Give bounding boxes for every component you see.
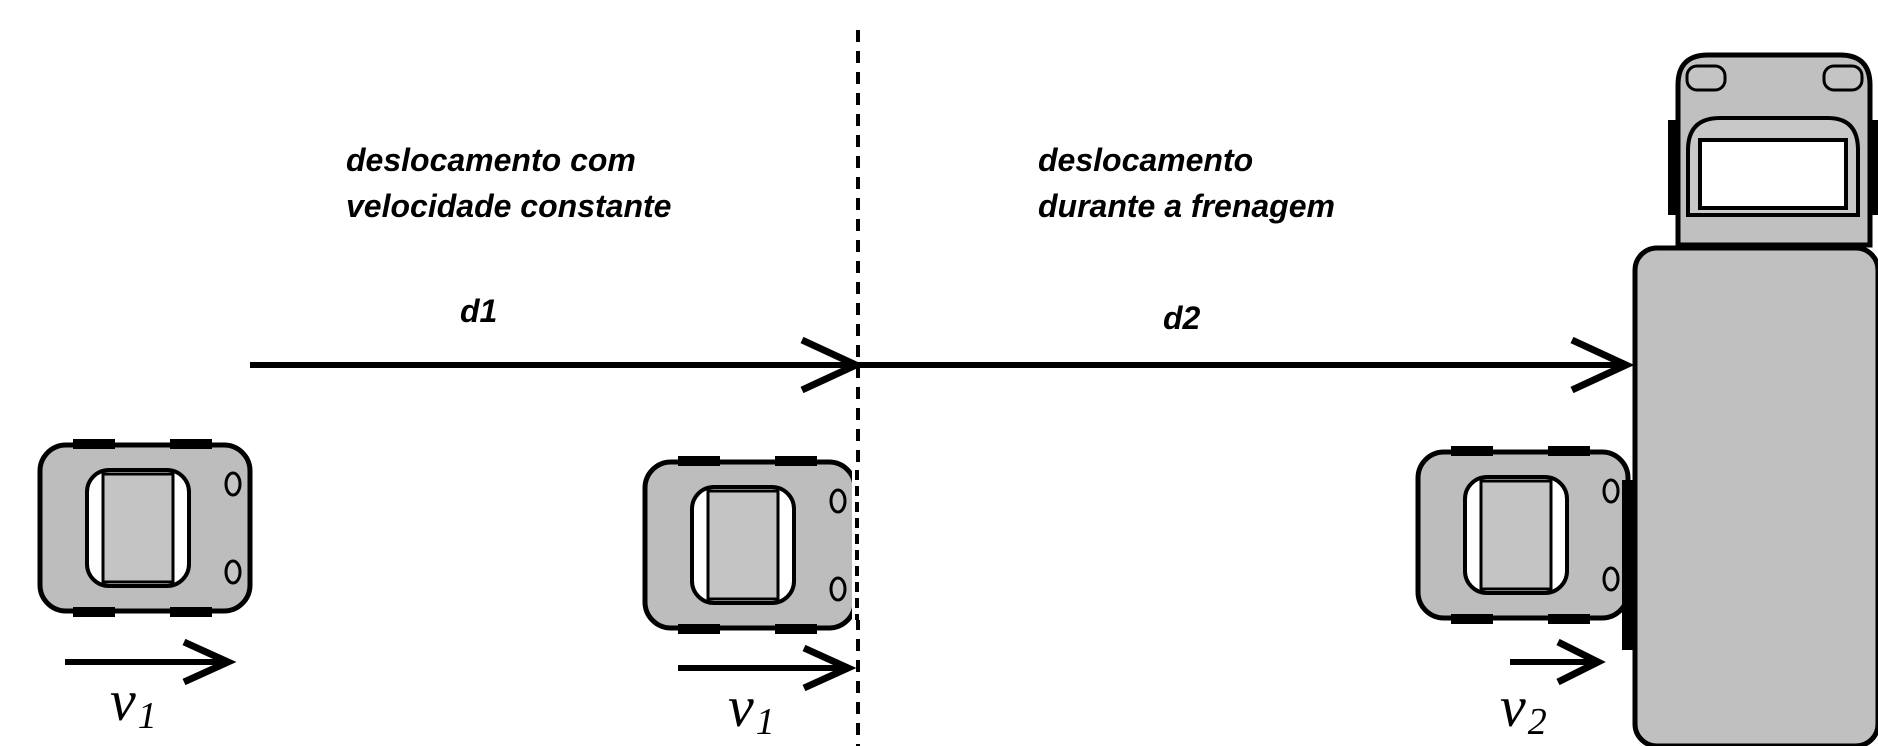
label-d1: d1 xyxy=(460,293,498,329)
label-v1-brake: v1 xyxy=(728,674,775,743)
d1-arrow xyxy=(250,336,865,394)
label-v1-start: v1 xyxy=(110,668,157,737)
d2-arrow xyxy=(858,336,1635,394)
car-start xyxy=(40,439,250,617)
velocity-arrow-2 xyxy=(678,644,857,692)
velocity-arrow-3 xyxy=(1510,638,1606,686)
velocity-arrow-1 xyxy=(65,638,237,686)
truck xyxy=(1622,52,1878,746)
label-d2: d2 xyxy=(1163,300,1201,336)
caption-braking: deslocamento durante a frenagem xyxy=(1038,142,1335,224)
car-front-dashed-edge xyxy=(852,470,862,620)
label-v2: v2 xyxy=(1500,674,1547,743)
truck-trailer xyxy=(1632,245,1878,746)
caption-constant-velocity: deslocamento com velocidade constante xyxy=(346,142,672,224)
car-brake-start xyxy=(645,456,855,634)
car-stopped xyxy=(1418,446,1628,624)
